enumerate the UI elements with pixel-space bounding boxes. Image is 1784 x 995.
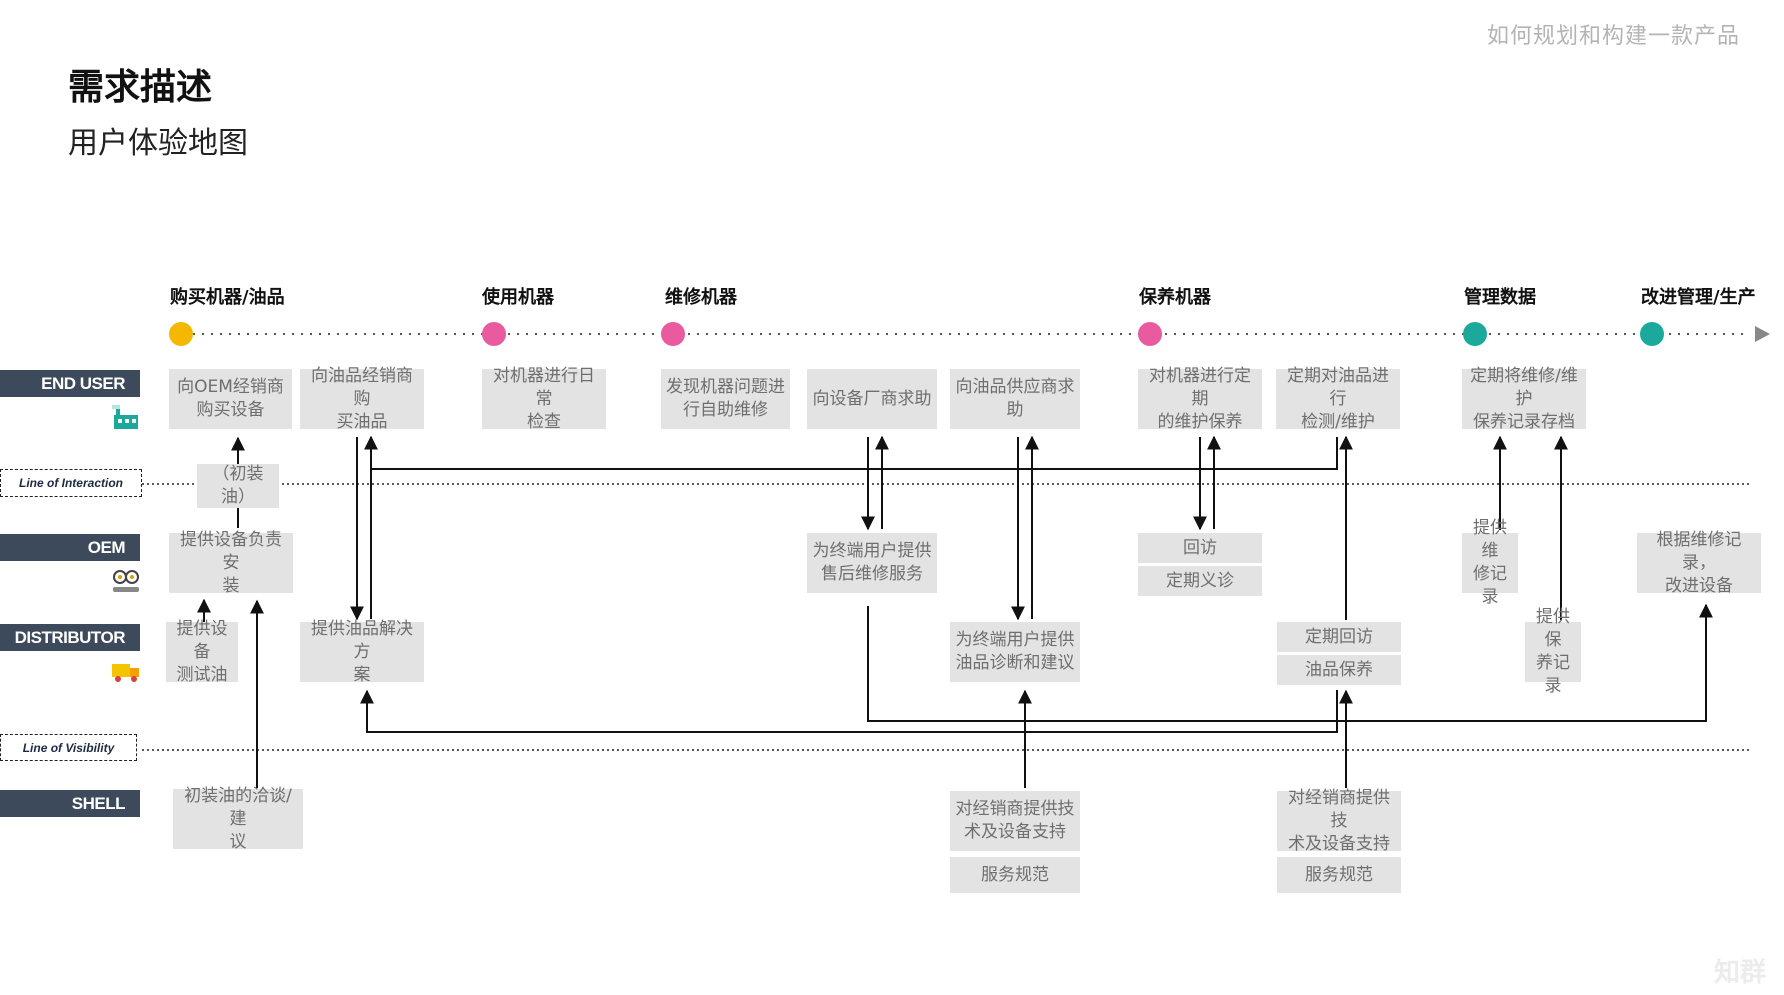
page-subtitle: 用户体验地图 [68, 126, 248, 161]
lane-oem: OEM [0, 534, 140, 561]
card-regular-clinic: 定期义诊 [1138, 566, 1262, 596]
lane-shell: SHELL [0, 790, 140, 817]
factory-icon [112, 405, 138, 429]
stage-dot-use [482, 322, 506, 346]
card-oil-diagnosis: 为终端用户提供 油品诊断和建议 [950, 622, 1080, 682]
card-provide-repair-records: 提供维 修记录 [1462, 518, 1518, 607]
card-periodic-maintenance: 对机器进行定期 的维护保养 [1138, 366, 1262, 432]
card-follow-up-visit: 回访 [1138, 533, 1262, 563]
card-service-spec-2: 服务规范 [1277, 857, 1401, 893]
card-service-spec-1: 服务规范 [950, 857, 1080, 893]
connector [371, 437, 1338, 470]
card-archive-records: 定期将维修/维护 保养记录存档 [1462, 366, 1586, 432]
card-ask-manufacturer: 向设备厂商求助 [807, 369, 937, 429]
card-initial-oil-negotiation: 初装油的洽谈/建 议 [173, 786, 303, 852]
card-after-sales-service: 为终端用户提供 售后维修服务 [807, 533, 937, 593]
card-install-equipment: 提供设备负责安 装 [169, 530, 293, 596]
lane-end-user: END USER [0, 370, 140, 397]
stage-dot-buy [169, 322, 193, 346]
line-of-visibility-label: Line of Visibility [0, 734, 137, 761]
gears-icon [113, 570, 139, 592]
watermark: 知群 [1713, 958, 1766, 988]
card-test-oil: 提供设备 测试油 [166, 619, 238, 685]
lane-distributor: DISTRIBUTOR [0, 624, 140, 651]
stage-label-buy: 购买机器/油品 [170, 287, 285, 308]
stage-dot-maintain [1138, 322, 1162, 346]
card-ask-oil-supplier: 向油品供应商求 助 [950, 369, 1080, 429]
card-tech-support-1: 对经销商提供技 术及设备支持 [950, 791, 1080, 851]
stage-label-repair: 维修机器 [665, 287, 737, 308]
card-improve-equipment: 根据维修记录， 改进设备 [1637, 530, 1761, 596]
truck-icon [112, 664, 139, 682]
card-regular-return-visit: 定期回访 [1277, 622, 1401, 652]
stage-label-improve: 改进管理/生产 [1641, 287, 1756, 308]
page-title: 需求描述 [68, 67, 213, 108]
card-buy-equipment: 向OEM经销商 购买设备 [169, 369, 292, 429]
line-of-interaction-label: Line of Interaction [0, 469, 142, 497]
card-oil-maintenance: 油品保养 [1277, 655, 1401, 685]
timeline-arrow [1755, 326, 1770, 342]
card-initial-oil: （初装 油） [197, 464, 279, 508]
brand-text: 如何规划和构建一款产品 [1486, 24, 1740, 49]
card-daily-check: 对机器进行日常 检查 [482, 366, 606, 432]
connector [867, 603, 1713, 722]
stage-label-maintain: 保养机器 [1139, 287, 1211, 308]
card-tech-support-2: 对经销商提供技 术及设备支持 [1277, 788, 1401, 854]
connector [360, 689, 1338, 733]
stage-dot-data [1463, 322, 1487, 346]
stage-dot-improve [1640, 322, 1664, 346]
card-oil-solution: 提供油品解决方 案 [300, 619, 424, 685]
card-provide-maintenance-records: 提供保 养记录 [1525, 607, 1581, 696]
card-oil-inspection: 定期对油品进行 检测/维护 [1276, 366, 1400, 432]
stage-dot-repair [661, 322, 685, 346]
stage-label-data: 管理数据 [1464, 287, 1536, 308]
card-buy-oil: 向油品经销商购 买油品 [300, 366, 424, 432]
card-self-repair: 发现机器问题进 行自助维修 [661, 369, 790, 429]
stage-label-use: 使用机器 [482, 287, 554, 308]
